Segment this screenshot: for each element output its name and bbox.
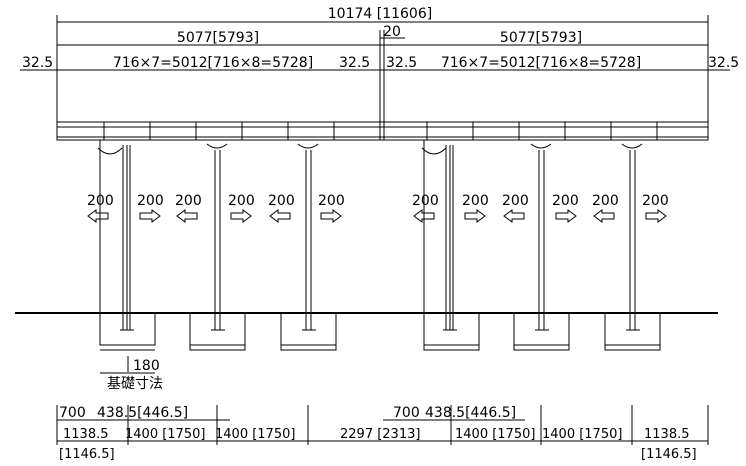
offset-arrows: 200 200 200 200 200 200 200 200 200 200 … — [87, 193, 669, 223]
arrow-label: 200 — [228, 193, 255, 209]
bottom-1400d: 1400 [1750] — [542, 427, 622, 442]
arrow-right-icon — [139, 209, 161, 223]
bottom-1138-left: 1138.5 — [63, 427, 109, 442]
arrow-label: 200 — [137, 193, 164, 209]
arrow-label: 200 — [642, 193, 669, 209]
center-left-dimension: 32.5 — [339, 55, 370, 71]
right-700: 700 — [393, 405, 420, 421]
bottom-1400a: 1400 [1750] — [125, 427, 205, 442]
arrow-left-icon — [176, 209, 198, 223]
arrow-left-icon — [413, 209, 435, 223]
support-columns — [97, 140, 643, 345]
arrow-label: 200 — [412, 193, 439, 209]
arrow-left-icon — [87, 209, 109, 223]
arrow-right-icon — [555, 209, 577, 223]
edge-right-dimension: 32.5 — [708, 55, 739, 71]
arrow-label: 200 — [268, 193, 295, 209]
bottom-1138-right: 1138.5 — [644, 427, 690, 442]
roof-panels — [56, 121, 709, 141]
arrow-right-icon — [464, 209, 486, 223]
arrow-label: 200 — [592, 193, 619, 209]
arrow-label: 200 — [175, 193, 202, 209]
arrow-right-icon — [230, 209, 252, 223]
arrow-label: 200 — [502, 193, 529, 209]
panels-left-dimension: 716×7=5012[716×8=5728] — [113, 55, 313, 71]
center-right-dimension: 32.5 — [386, 55, 417, 71]
bottom-1146-right: [1146.5] — [641, 447, 697, 462]
arrow-label: 200 — [318, 193, 345, 209]
arrow-left-icon — [593, 209, 615, 223]
right-span-dimension: 5077[5793] — [500, 30, 582, 46]
arrow-right-icon — [320, 209, 342, 223]
panels-right-dimension: 716×7=5012[716×8=5728] — [441, 55, 641, 71]
right-438: 438.5[446.5] — [425, 405, 516, 421]
arrow-label: 200 — [462, 193, 489, 209]
arrow-label: 200 — [552, 193, 579, 209]
foundation-width: 180 — [133, 358, 160, 374]
bottom-1146-left: [1146.5] — [59, 447, 115, 462]
overall-dimension: 10174 [11606] — [328, 6, 432, 22]
bottom-1400b: 1400 [1750] — [215, 427, 295, 442]
arrow-label: 200 — [87, 193, 114, 209]
arrow-right-icon — [645, 209, 667, 223]
left-438: 438.5[446.5] — [97, 405, 188, 421]
foundation-label: 基礎寸法 — [107, 375, 163, 392]
left-700: 700 — [59, 405, 86, 421]
bottom-1400c: 1400 [1750] — [455, 427, 535, 442]
arrow-left-icon — [503, 209, 525, 223]
gap-dimension: 20 — [383, 24, 401, 40]
bottom-2297: 2297 [2313] — [340, 427, 420, 442]
foundations — [99, 313, 661, 351]
left-span-dimension: 5077[5793] — [177, 30, 259, 46]
arrow-left-icon — [269, 209, 291, 223]
edge-left-dimension: 32.5 — [22, 55, 53, 71]
